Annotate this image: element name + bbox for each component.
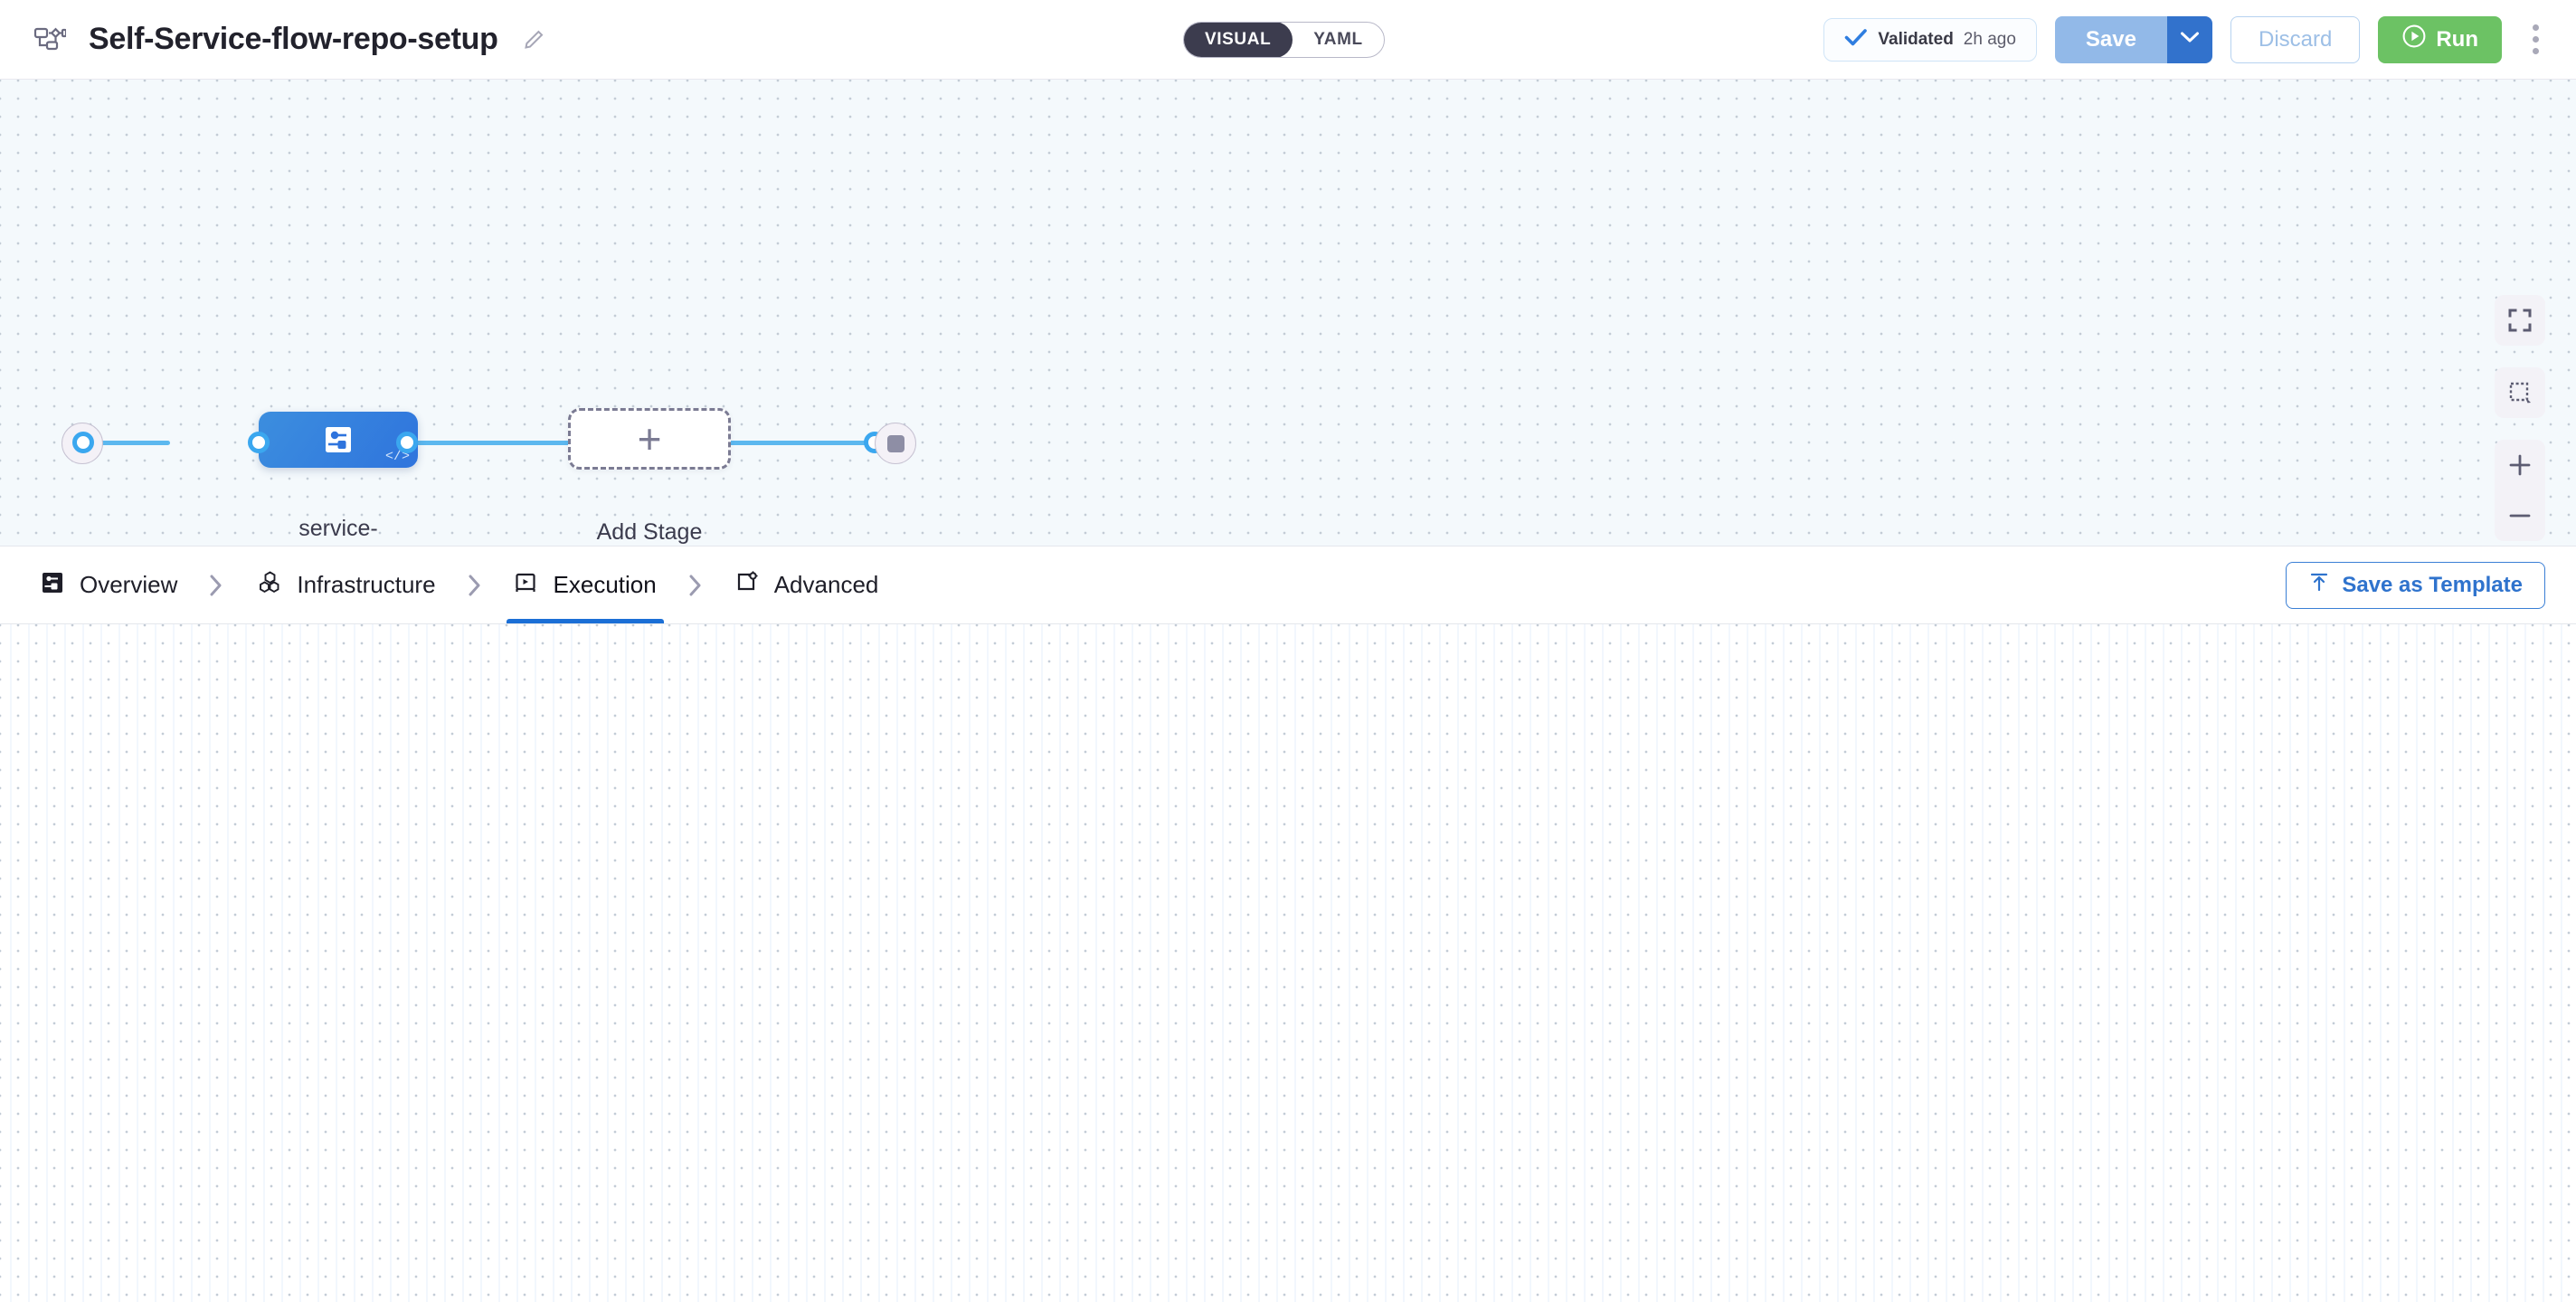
save-as-template-button[interactable]: Save as Template — [2286, 561, 2545, 609]
service-node-icon — [326, 427, 351, 452]
stage-end-node[interactable] — [875, 423, 916, 464]
stage-tabbar: Overview Infrastructure — [0, 546, 2576, 624]
plus-icon: + — [637, 414, 662, 462]
save-button[interactable]: Save — [2054, 15, 2167, 63]
play-circle-icon — [2401, 24, 2427, 55]
tab-list: Overview Infrastructure — [36, 546, 882, 623]
chevron-right-icon — [181, 572, 251, 599]
header-actions: Validated 2h ago Save Discard Run — [1823, 15, 2551, 63]
pipeline-flow-icon — [31, 21, 69, 59]
mode-toggle-yaml[interactable]: YAML — [1313, 29, 1363, 49]
edge-stage-to-addstage — [407, 441, 579, 445]
chevron-down-icon — [2180, 31, 2200, 48]
upload-template-icon — [2308, 571, 2330, 599]
stage-start-port[interactable] — [72, 432, 94, 453]
chevron-right-icon — [440, 572, 510, 599]
run-label: Run — [2436, 26, 2478, 52]
validated-label: Validated — [1878, 29, 1954, 49]
validated-time: 2h ago — [1963, 29, 2016, 49]
mode-toggle-visual[interactable]: VISUAL — [1183, 22, 1293, 57]
tab-advanced[interactable]: Advanced — [731, 546, 883, 623]
zoom-in-icon — [2509, 454, 2531, 476]
kebab-menu-icon[interactable] — [2520, 18, 2551, 62]
status-badge: Validated 2h ago — [1823, 17, 2037, 62]
stage-output-port[interactable] — [396, 432, 418, 453]
canvas-controls — [2495, 295, 2545, 541]
tab-infrastructure-label: Infrastructure — [297, 571, 436, 598]
execution-play-icon — [514, 570, 539, 600]
overview-service-icon — [40, 570, 65, 600]
stage-node-service-onboarding[interactable]: </> — [259, 412, 418, 468]
save-button-group: Save — [2054, 15, 2212, 63]
save-dropdown-button[interactable] — [2166, 15, 2212, 63]
advanced-gear-icon — [734, 570, 760, 600]
stage-canvas[interactable]: </> service-onboarding + Add Stage — [0, 80, 2576, 546]
hexagon-cluster-icon — [255, 569, 282, 601]
add-stage-button[interactable]: + — [568, 408, 731, 470]
add-stage-label: Add Stage — [596, 519, 703, 545]
stage-input-port[interactable] — [248, 432, 270, 453]
tab-advanced-label: Advanced — [773, 571, 879, 598]
stage-start-node[interactable] — [62, 423, 103, 464]
tab-overview-label: Overview — [80, 571, 178, 598]
stage-node-label: service-onboarding — [281, 516, 394, 546]
app-header: Self-Service-flow-repo-setup VISUAL YAML… — [0, 0, 2576, 80]
tab-execution-label: Execution — [553, 571, 657, 598]
mode-toggle[interactable]: VISUAL YAML — [1183, 21, 1385, 58]
zoom-out-button[interactable] — [2495, 490, 2545, 541]
zoom-out-icon — [2509, 514, 2531, 518]
pencil-edit-icon[interactable] — [518, 24, 549, 55]
tab-infrastructure[interactable]: Infrastructure — [251, 546, 439, 623]
step-canvas[interactable]: </> CookieCutter </> CreateRepo — [0, 624, 2576, 1302]
page-title: Self-Service-flow-repo-setup — [89, 22, 498, 56]
run-button[interactable]: Run — [2378, 15, 2502, 63]
stop-end-icon — [886, 434, 904, 452]
header-left-group: Self-Service-flow-repo-setup — [31, 21, 549, 59]
tab-overview[interactable]: Overview — [36, 546, 181, 623]
discard-button[interactable]: Discard — [2230, 15, 2361, 63]
chevron-right-icon — [660, 572, 731, 599]
zoom-controls — [2495, 440, 2545, 541]
save-as-template-label: Save as Template — [2342, 572, 2523, 597]
fit-screen-button[interactable] — [2495, 295, 2545, 346]
check-icon — [1844, 27, 1868, 52]
edge-addstage-to-end — [724, 441, 877, 445]
zoom-in-button[interactable] — [2495, 440, 2545, 490]
selection-box-icon — [2509, 382, 2531, 404]
stage-code-badge: </> — [384, 449, 410, 464]
fit-screen-icon — [2508, 309, 2532, 332]
selection-box-button[interactable] — [2495, 367, 2545, 418]
edge-start-to-stage — [98, 441, 170, 445]
tab-execution[interactable]: Execution — [506, 546, 664, 623]
